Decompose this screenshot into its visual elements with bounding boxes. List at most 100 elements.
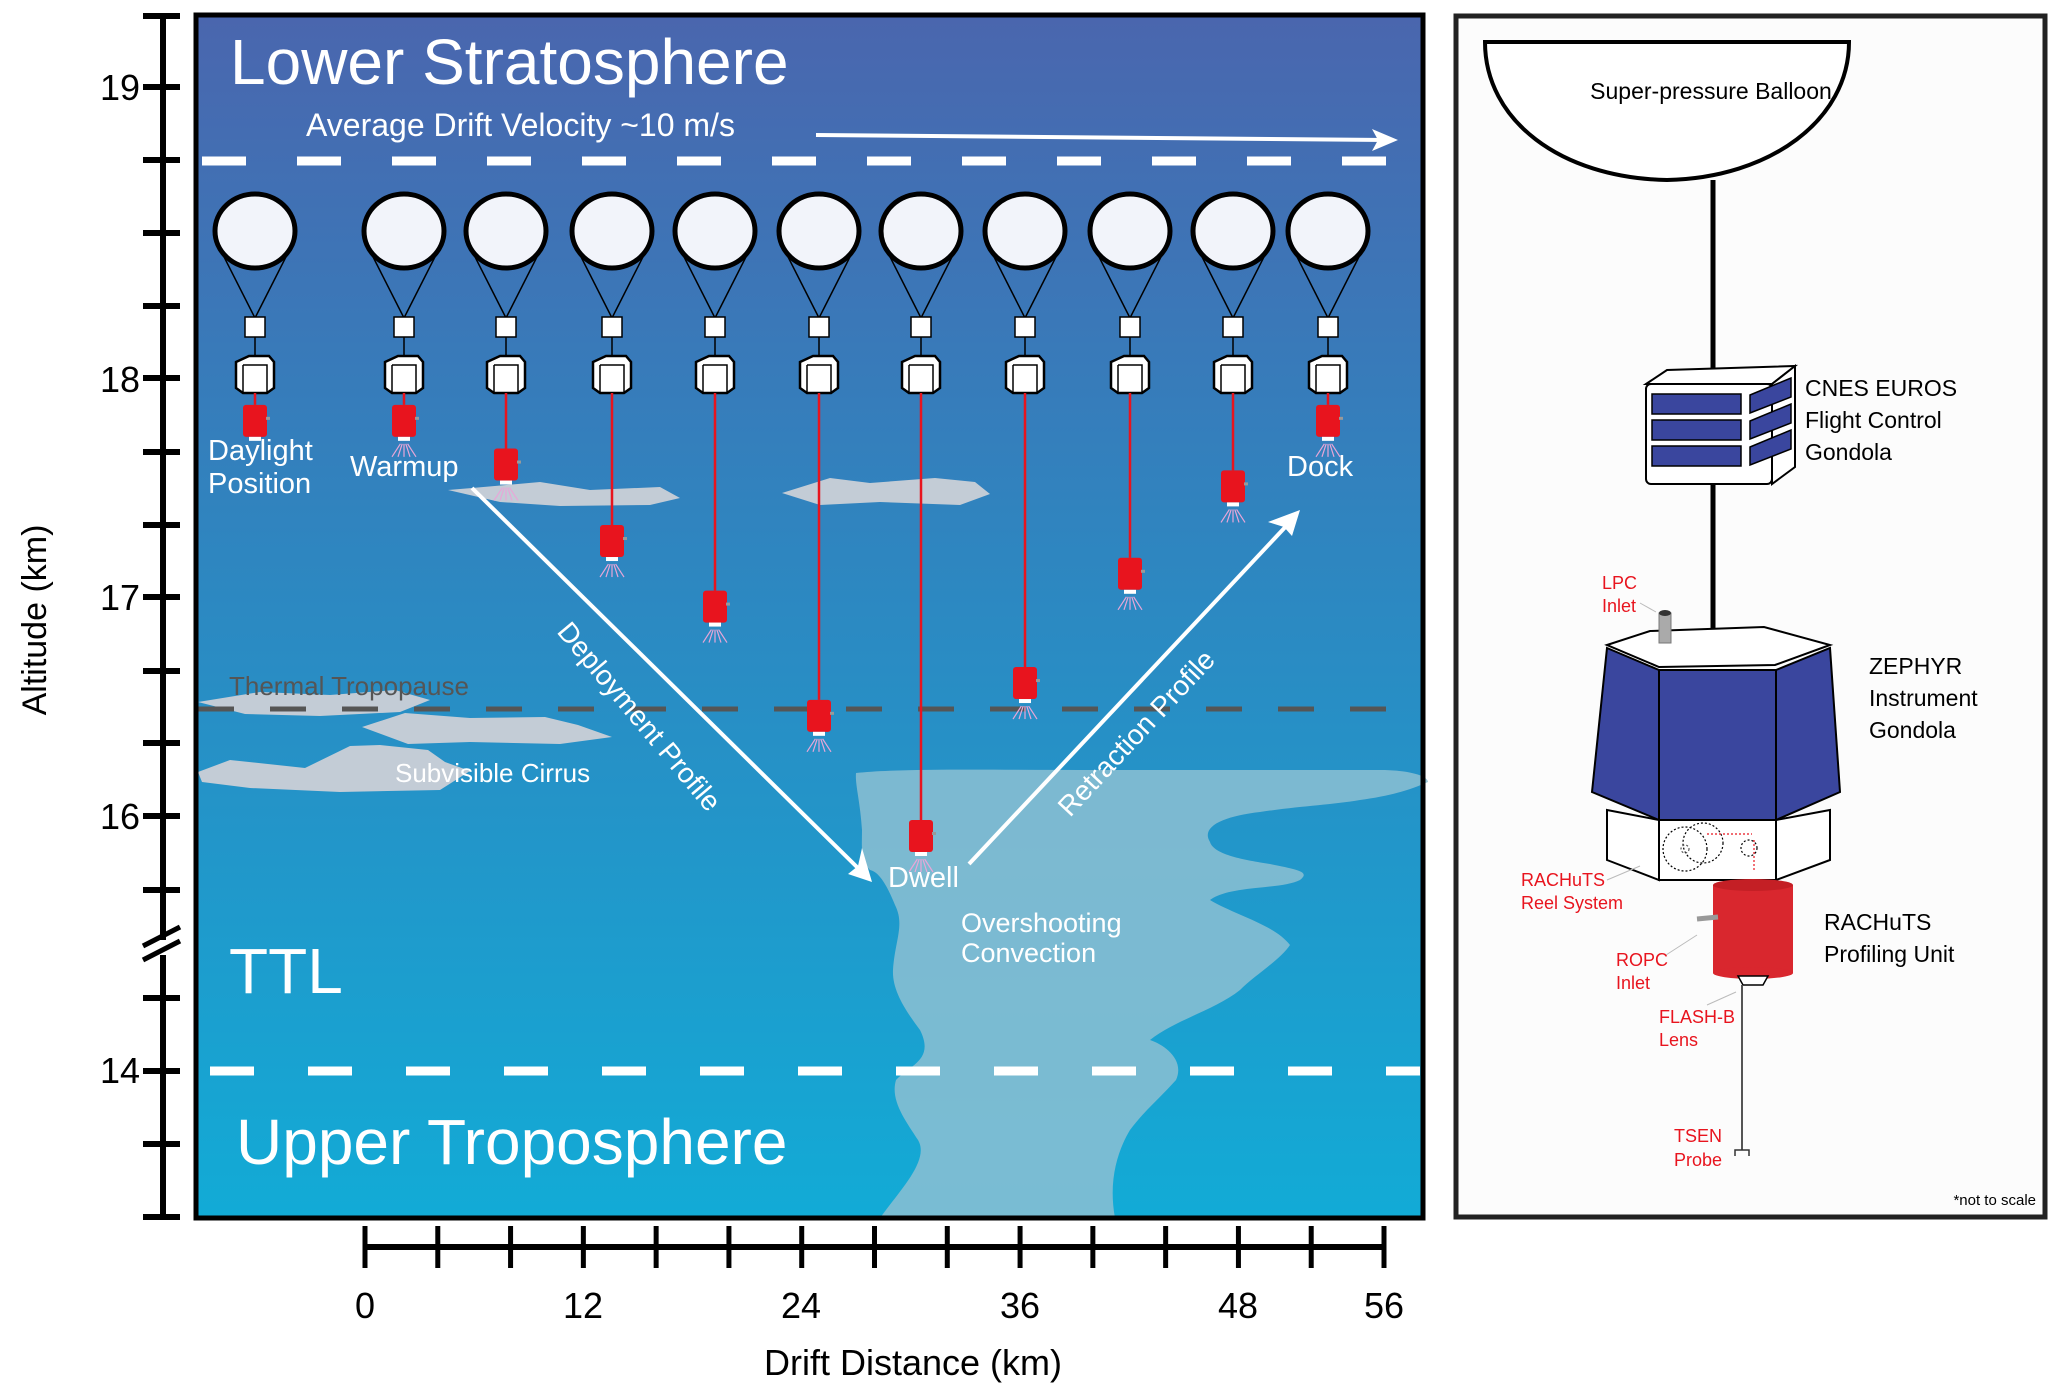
suspension-line: [987, 244, 1026, 319]
leader-line: [1606, 865, 1641, 881]
profiler-icon: [494, 448, 518, 481]
light-beam-icon: [718, 629, 728, 643]
balloon-icon: [463, 191, 549, 271]
balloon-icon: [672, 191, 758, 271]
suspension-line: [366, 244, 405, 319]
balloon-sequence: [212, 191, 1371, 873]
light-beam-icon: [1329, 443, 1335, 458]
balloon-unit: [776, 191, 862, 753]
y-tick-label: 17: [100, 577, 140, 618]
profiler-icon: [243, 404, 267, 437]
profiler-icon: [1013, 667, 1037, 700]
payload-panel-frame: [1453, 13, 2048, 1220]
overshooting-convection-cloud: [855, 769, 1428, 1218]
light-beam-icon: [702, 629, 712, 643]
profiler-lens-icon: [1019, 699, 1031, 704]
dock-label: Dock: [1287, 451, 1354, 483]
x-tick-label: 0: [355, 1285, 375, 1326]
instrument-gondola-icon: [493, 364, 519, 393]
flight-control-gondola-icon: [1222, 316, 1244, 338]
light-beam-icon: [605, 563, 611, 578]
profiler-inlet-icon: [415, 416, 419, 420]
leader-line: [1706, 991, 1737, 1006]
overshooting-convection-label: Overshooting: [961, 908, 1122, 938]
instrument-gondola-icon: [702, 364, 728, 393]
rachuts-unit-label: Profiling Unit: [1824, 941, 1955, 967]
reel-system-label: Reel System: [1521, 893, 1623, 913]
instrument-gondola-icon: [1117, 364, 1143, 393]
x-axis-title: Drift Distance (km): [764, 1342, 1062, 1383]
warmup-label: Warmup: [350, 451, 459, 483]
reel-system-label: RACHuTS: [1521, 870, 1605, 890]
light-beam-icon: [493, 487, 503, 501]
profiler-inlet-icon: [517, 460, 521, 464]
tsen-probe-label: Probe: [1674, 1150, 1722, 1170]
cirrus-cloud: [362, 713, 612, 744]
profiler-icon: [703, 590, 727, 623]
light-beam-icon: [1220, 509, 1230, 523]
balloon-icon: [776, 191, 862, 271]
y-tick-label: 19: [100, 67, 140, 108]
leader-line: [1665, 934, 1698, 956]
light-beam-icon: [1131, 596, 1137, 610]
suspension-line: [403, 244, 442, 319]
suspension-line: [1232, 244, 1271, 319]
y-axis-break-mark: [141, 924, 182, 949]
lpc-inlet-label: Inlet: [1602, 596, 1636, 616]
light-beam-icon: [1117, 596, 1127, 611]
light-beam-icon: [1012, 705, 1022, 720]
flight-control-gondola-icon: [1119, 316, 1141, 338]
suspension-line: [217, 244, 256, 319]
reel-system-gears-icon: [1662, 822, 1758, 872]
light-beam-icon: [1234, 509, 1240, 523]
flight-control-gondola-icon: [704, 316, 726, 338]
profiler-icon: [1118, 557, 1142, 590]
balloon-icon: [569, 191, 655, 271]
payload-panel: Super-pressure Balloon CNES EUROS Flight…: [1453, 13, 2048, 1220]
flight-control-gondola-icon: [910, 316, 932, 338]
instrument-gondola-icon: [694, 354, 736, 395]
x-tick-label: 56: [1364, 1285, 1404, 1326]
suspension-line: [1195, 244, 1234, 319]
light-beam-icon: [391, 443, 401, 458]
profiler-inlet-icon: [1036, 679, 1040, 683]
light-beam-icon: [1236, 509, 1246, 523]
suspension-line: [781, 244, 820, 319]
balloon-icon: [361, 191, 447, 271]
x-tick-label: 24: [781, 1285, 821, 1326]
suspension-line: [611, 244, 650, 319]
cnes-gondola-label: Gondola: [1805, 439, 1892, 465]
light-beam-icon: [708, 629, 714, 643]
lpc-inlet-label: LPC: [1602, 573, 1637, 593]
light-beam-icon: [922, 858, 928, 873]
instrument-gondola-icon: [1220, 364, 1246, 393]
cnes-euros-gondola: [1642, 363, 1799, 486]
profiler-lens-icon: [1322, 436, 1334, 441]
balloon-icon: [878, 191, 964, 271]
suspension-line: [574, 244, 613, 319]
drift-velocity-label: Average Drift Velocity ~10 m/s: [306, 107, 735, 143]
light-beam-icon: [1123, 596, 1129, 610]
suspension-line: [1024, 244, 1063, 319]
instrument-gondola-icon: [1012, 364, 1038, 393]
light-beam-icon: [820, 738, 826, 753]
light-beam-icon: [1321, 443, 1327, 458]
cirrus-cloud: [198, 745, 470, 792]
upper-troposphere-title: Upper Troposphere: [236, 1106, 787, 1178]
flight-control-gondola-icon: [1014, 316, 1036, 338]
light-beam-icon: [908, 858, 918, 873]
suspension-line: [468, 244, 507, 319]
dwell-label: Dwell: [888, 862, 959, 894]
suspension-line: [1290, 244, 1329, 319]
suspension-line: [254, 244, 293, 319]
ttl-label: TTL: [229, 935, 343, 1007]
instrument-gondola-icon: [798, 354, 840, 395]
profiler-icon: [600, 525, 624, 558]
y-axis-title: Altitude (km): [16, 525, 54, 716]
instrument-gondola-icon: [599, 364, 625, 393]
light-beam-icon: [822, 738, 832, 753]
instrument-gondola-icon: [242, 364, 268, 393]
profiler-inlet-icon: [1141, 569, 1145, 573]
suspension-line: [505, 244, 544, 319]
atmosphere-panel: Lower Stratosphere Average Drift Velocit…: [193, 12, 1428, 1221]
